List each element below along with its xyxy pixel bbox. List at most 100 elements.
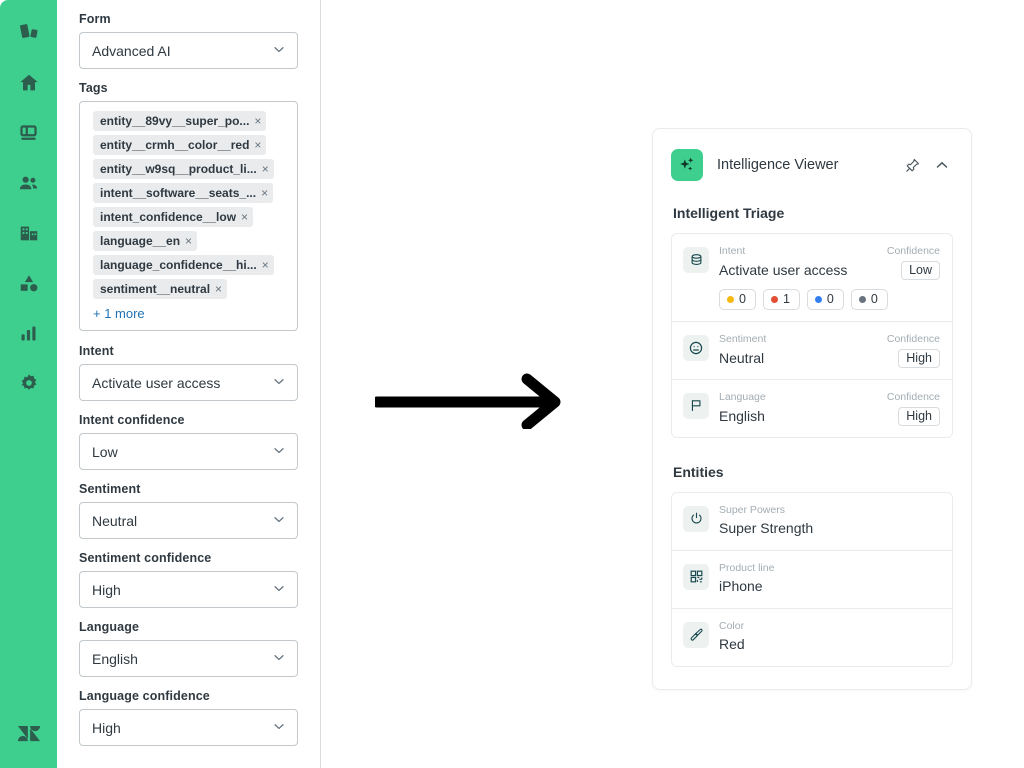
- home-icon: [18, 72, 40, 94]
- row-value: Activate user access: [719, 261, 848, 278]
- triage-row-content: Intent Activate user access 0 1 0 0: [719, 245, 888, 310]
- form-select[interactable]: Advanced AI: [79, 32, 298, 69]
- viewer-title: Intelligence Viewer: [717, 157, 839, 173]
- row-key: Color: [719, 619, 745, 632]
- chevron-up-icon[interactable]: [931, 154, 953, 176]
- tags-label: Tags: [79, 81, 108, 95]
- tag-chip[interactable]: entity__crmh__color__red ×: [93, 135, 267, 155]
- sidebar-item-apps[interactable]: [0, 8, 57, 58]
- triage-row-content: Sentiment Neutral: [719, 333, 881, 368]
- confidence-label: Confidence: [886, 332, 940, 345]
- sparkles-icon: [671, 149, 703, 181]
- sentiment-confidence-select[interactable]: High: [79, 571, 298, 608]
- tickets-icon: [18, 123, 39, 144]
- confidence-badge: High: [898, 348, 940, 368]
- paintbrush-icon: [683, 621, 709, 648]
- chevron-down-icon: [272, 719, 286, 736]
- shapes-icon: [18, 272, 40, 294]
- field-label: Sentiment confidence: [79, 551, 212, 565]
- sidebar-item-organizations[interactable]: [0, 208, 57, 258]
- intelligence-viewer-panel: Intelligence Viewer Intelligent Triage: [652, 128, 972, 690]
- database-icon: [683, 247, 709, 273]
- tag-chip[interactable]: entity__89vy__super_po...×: [93, 111, 267, 131]
- tag-chip[interactable]: language__en ×: [93, 231, 198, 251]
- remove-tag-icon[interactable]: ×: [254, 138, 262, 152]
- tag-label: entity__w9sq__product_li...: [100, 162, 257, 176]
- field-form: Form Advanced AI: [79, 12, 298, 69]
- remove-tag-icon[interactable]: ×: [254, 114, 262, 128]
- remove-tag-icon[interactable]: ×: [185, 234, 193, 248]
- entities-card: Super Powers Super Strength: [671, 491, 953, 667]
- language-confidence-select[interactable]: High: [79, 709, 298, 746]
- show-more-tags-link[interactable]: + 1 more: [93, 306, 145, 321]
- tag-label: sentiment__neutral: [100, 282, 211, 296]
- field-value: Neutral: [92, 512, 138, 529]
- power-icon: [683, 505, 709, 532]
- row-key: Super Powers: [719, 503, 785, 516]
- remove-tag-icon[interactable]: ×: [215, 282, 223, 296]
- field-intent-confidence: Intent confidence Low: [79, 413, 298, 470]
- entity-row-content: Color Red: [719, 620, 940, 655]
- confidence-block: Confidence High: [881, 391, 940, 426]
- zendesk-logo[interactable]: [0, 716, 57, 750]
- tags-input[interactable]: entity__89vy__super_po...× entity__crmh_…: [79, 101, 298, 331]
- chevron-down-icon: [272, 443, 286, 460]
- tag-chip[interactable]: intent__software__seats_...×: [93, 183, 274, 203]
- sidebar-item-settings[interactable]: [0, 358, 57, 408]
- confidence-label: Confidence: [886, 245, 940, 257]
- status-dot: [770, 295, 778, 303]
- remove-tag-icon[interactable]: ×: [261, 186, 269, 200]
- apps-icon: [17, 21, 41, 45]
- chevron-down-icon: [272, 512, 286, 529]
- remove-tag-icon[interactable]: ×: [261, 258, 269, 272]
- counter-pill[interactable]: 0: [806, 288, 844, 310]
- field-sentiment-confidence: Sentiment confidence High: [79, 551, 298, 608]
- confidence-badge: High: [898, 406, 940, 426]
- chevron-down-icon: [272, 42, 286, 59]
- tag-chip[interactable]: entity__w9sq__product_li... ×: [93, 159, 274, 179]
- field-language-confidence: Language confidence High: [79, 689, 298, 746]
- intent-select[interactable]: Activate user access: [79, 364, 298, 401]
- field-label: Form: [79, 12, 111, 26]
- sidebar-item-customers[interactable]: [0, 158, 57, 208]
- tag-chip[interactable]: intent_confidence__low×: [93, 207, 254, 227]
- remove-tag-icon[interactable]: ×: [261, 162, 269, 176]
- chevron-down-icon: [272, 650, 286, 667]
- qr-code-icon: [683, 563, 709, 590]
- confidence-badge: Low: [901, 260, 940, 280]
- tag-chip[interactable]: language_confidence__hi...×: [93, 255, 274, 275]
- intent-counter-pills: 0 1 0 0: [719, 288, 888, 310]
- tag-label: language__en: [100, 234, 181, 248]
- sidebar-item-objects[interactable]: [0, 258, 57, 308]
- language-select[interactable]: English: [79, 640, 298, 677]
- intent-confidence-select[interactable]: Low: [79, 433, 298, 470]
- counter-pill[interactable]: 0: [850, 288, 888, 310]
- entities-section-title: Entities: [673, 463, 724, 480]
- entity-row-content: Product line iPhone: [719, 562, 940, 597]
- sidebar-item-home[interactable]: [0, 58, 57, 108]
- sidebar-item-reporting[interactable]: [0, 308, 57, 358]
- triage-row-content: Language English: [719, 391, 881, 426]
- field-label: Language confidence: [79, 689, 210, 703]
- flag-icon: [683, 392, 709, 419]
- counter-pill[interactable]: 1: [762, 288, 800, 310]
- confidence-block: Confidence High: [881, 333, 940, 368]
- counter-value: 0: [870, 292, 878, 307]
- status-dot: [727, 295, 734, 303]
- tag-label: entity__crmh__color__red: [100, 138, 250, 152]
- tag-chip[interactable]: sentiment__neutral ×: [93, 279, 228, 299]
- row-key: Sentiment: [719, 332, 767, 345]
- field-tags: Tags entity__89vy__super_po...× entity__…: [79, 81, 298, 331]
- triage-row-intent: Intent Activate user access 0 1 0 0 Conf…: [672, 234, 952, 322]
- row-value: Neutral: [719, 349, 765, 366]
- pin-icon[interactable]: [901, 154, 923, 176]
- sentiment-select[interactable]: Neutral: [79, 502, 298, 539]
- counter-pill[interactable]: 0: [719, 288, 756, 310]
- sidebar-item-tickets[interactable]: [0, 108, 57, 158]
- row-value: iPhone: [719, 578, 763, 595]
- field-intent: Intent Activate user access: [79, 344, 298, 401]
- triage-section-title: Intelligent Triage: [673, 205, 785, 221]
- field-sentiment: Sentiment Neutral: [79, 482, 298, 539]
- remove-tag-icon[interactable]: ×: [241, 210, 249, 224]
- field-value: English: [92, 650, 138, 667]
